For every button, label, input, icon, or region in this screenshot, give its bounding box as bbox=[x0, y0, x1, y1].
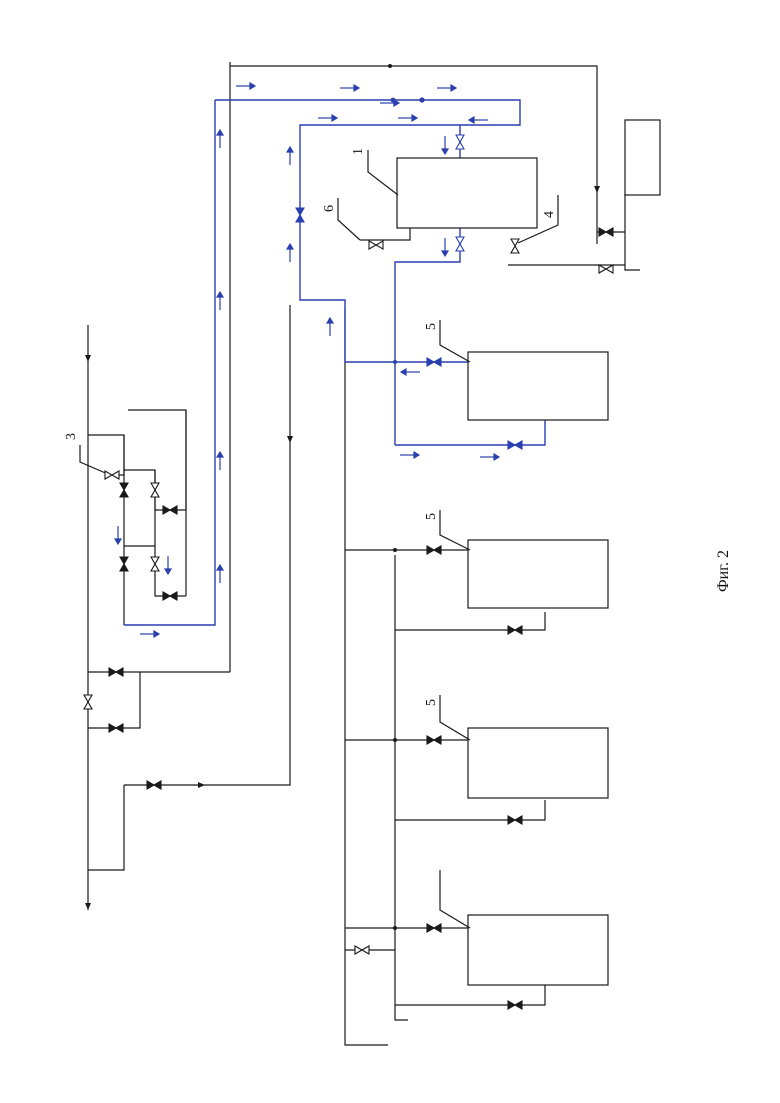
valve-closed-icon bbox=[508, 816, 522, 824]
flow-arrow-icon bbox=[217, 452, 223, 470]
flow-arrow-icon bbox=[115, 526, 121, 544]
flow-arrow-icon bbox=[401, 369, 420, 375]
valve-open-icon bbox=[105, 471, 119, 479]
flow-arrow-icon bbox=[140, 631, 159, 637]
figure-caption: Фиг. 2 bbox=[715, 550, 732, 592]
flow-arrow-icon bbox=[442, 238, 448, 256]
flow-arrow-icon bbox=[398, 115, 417, 121]
valve-open-icon bbox=[599, 265, 613, 273]
flow-arrow-icon bbox=[437, 85, 456, 91]
unit-5-c bbox=[468, 728, 608, 798]
valve-closed-icon bbox=[427, 736, 441, 744]
flow-arrow-icon bbox=[287, 244, 293, 262]
valve-closed-icon bbox=[109, 668, 123, 676]
label-5: 5 bbox=[424, 699, 439, 706]
valve-closed-icon bbox=[120, 483, 128, 497]
flow-arrow-icon bbox=[217, 130, 223, 148]
arrow-down-icon bbox=[287, 436, 293, 443]
position-labels: 1 6 4 3 5 5 5 bbox=[64, 148, 557, 706]
flow-arrow-icon bbox=[340, 85, 359, 91]
valve-open-icon bbox=[511, 239, 519, 253]
flow-arrow-icon bbox=[236, 83, 255, 89]
arrow-right-icon bbox=[198, 782, 205, 788]
flow-arrow-icon bbox=[469, 117, 488, 123]
arrow-down-icon bbox=[85, 355, 91, 362]
flow-arrow-icon bbox=[217, 565, 223, 583]
flow-arrow-icon bbox=[165, 556, 171, 574]
valve-closed-icon bbox=[109, 724, 123, 732]
valve-open-icon bbox=[151, 557, 159, 571]
valve-open-icon bbox=[456, 135, 464, 149]
valve-closed-icon bbox=[427, 546, 441, 554]
arrow-down-icon bbox=[594, 186, 600, 193]
label-4: 4 bbox=[542, 211, 557, 218]
unit-5-d bbox=[468, 915, 608, 985]
valve-closed-icon bbox=[508, 1001, 522, 1009]
label-3: 3 bbox=[64, 433, 79, 440]
valve-closed-icon bbox=[163, 592, 177, 600]
label-5: 5 bbox=[424, 323, 439, 330]
leader-lines bbox=[80, 150, 558, 928]
unit-5-b bbox=[468, 540, 608, 608]
valve-closed-icon bbox=[163, 506, 177, 514]
valve-closed-icon bbox=[427, 924, 441, 932]
flow-arrow-icon bbox=[318, 115, 337, 121]
label-6: 6 bbox=[322, 205, 337, 212]
label-1: 1 bbox=[351, 148, 366, 155]
flow-arrow-icon bbox=[327, 318, 333, 336]
valve-open-icon bbox=[369, 241, 383, 249]
valve-open-icon bbox=[355, 946, 369, 954]
flow-arrow-icon bbox=[287, 147, 293, 165]
valve-open-icon bbox=[151, 483, 159, 497]
flow-arrow-icon bbox=[480, 454, 499, 460]
valve-closed-icon bbox=[427, 358, 441, 366]
valve-closed-icon bbox=[599, 228, 613, 236]
flow-arrow-icon bbox=[380, 100, 399, 106]
label-5: 5 bbox=[424, 513, 439, 520]
unit-5-a bbox=[468, 352, 608, 420]
valve-closed-icon bbox=[296, 208, 304, 222]
valve-closed-icon bbox=[147, 781, 161, 789]
receiver-tank bbox=[625, 120, 660, 195]
valve-closed-icon bbox=[508, 626, 522, 634]
arrow-down-icon bbox=[85, 903, 91, 910]
valve-open-icon bbox=[84, 695, 92, 709]
flow-arrow-icon bbox=[442, 136, 448, 154]
valve-open-icon bbox=[456, 237, 464, 251]
valve-closed-icon bbox=[120, 557, 128, 571]
flow-arrow-icon bbox=[217, 292, 223, 310]
flow-arrow-icon bbox=[400, 452, 419, 458]
valve-closed-icon bbox=[508, 441, 522, 449]
vessel-1 bbox=[397, 158, 537, 228]
